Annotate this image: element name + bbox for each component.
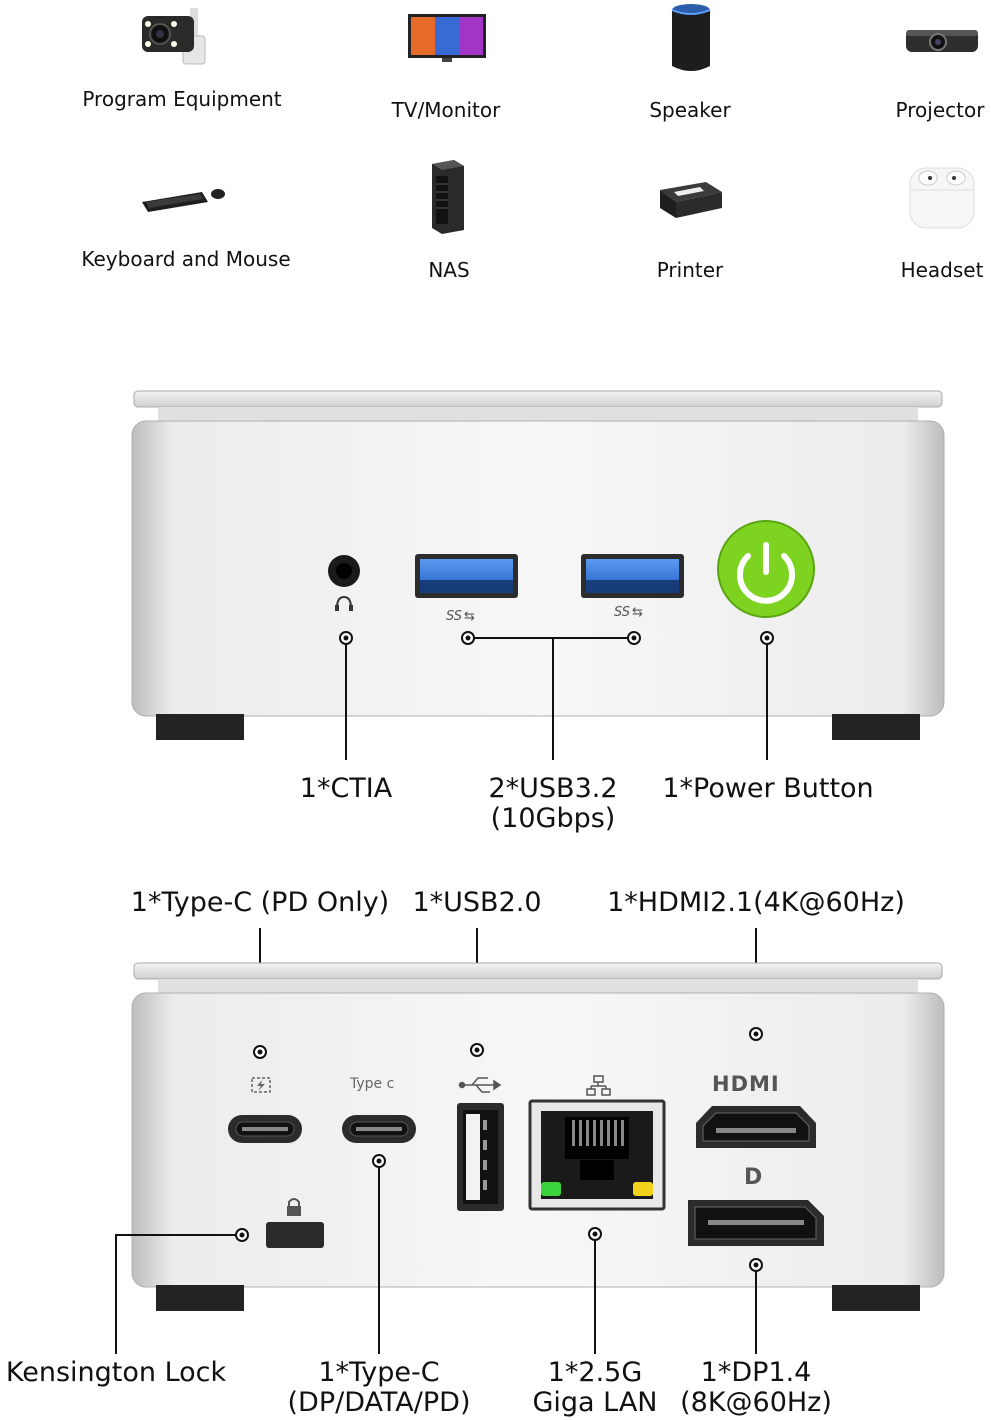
headset-icon bbox=[335, 595, 353, 611]
displayport-logo: D bbox=[744, 1165, 763, 1190]
device-label-headset: Headset bbox=[900, 258, 984, 282]
label-typec-dp: 1*Type-C (DP/DATA/PD) bbox=[287, 1357, 471, 1418]
kensington-lock-slot[interactable] bbox=[266, 1222, 324, 1248]
callout-power bbox=[760, 631, 774, 760]
device-label-keyboard-mouse: Keyboard and Mouse bbox=[81, 247, 291, 271]
audio-jack-port[interactable] bbox=[328, 555, 360, 587]
device-label-nas: NAS bbox=[428, 258, 470, 282]
device-label-program-equipment: Program Equipment bbox=[82, 87, 282, 111]
hdmi-port[interactable] bbox=[696, 1106, 816, 1148]
callout-usb32 bbox=[461, 631, 641, 760]
label-typec-pd: 1*Type-C (PD Only) bbox=[130, 887, 390, 918]
device-label-projector: Projector bbox=[895, 98, 985, 122]
smart-speaker-icon bbox=[671, 4, 711, 71]
usb32-port-1[interactable] bbox=[415, 554, 518, 598]
ss-usb-logo-1: SS⇆ bbox=[446, 609, 475, 624]
nas-server-icon bbox=[432, 160, 464, 234]
label-lan: 1*2.5G Giga LAN bbox=[532, 1357, 658, 1418]
typec-port-text: Type c bbox=[350, 1076, 395, 1092]
label-kensington-lock: Kensington Lock bbox=[5, 1357, 227, 1388]
callout-ctia bbox=[339, 631, 353, 760]
printer-icon bbox=[660, 182, 722, 218]
rear-panel bbox=[115, 928, 945, 1354]
lan-led-green bbox=[541, 1182, 561, 1196]
earbuds-icon bbox=[909, 167, 975, 229]
label-dp: 1*DP1.4 (8K@60Hz) bbox=[680, 1357, 832, 1418]
hdmi-logo: HDMI bbox=[712, 1072, 780, 1096]
power-button[interactable] bbox=[717, 520, 815, 618]
label-usb32: 2*USB3.2 (10Gbps) bbox=[488, 773, 618, 834]
label-ctia: 1*CTIA bbox=[299, 773, 393, 804]
ethernet-port[interactable] bbox=[528, 1099, 666, 1211]
device-label-tv-monitor: TV/Monitor bbox=[391, 98, 501, 122]
ss-usb-logo-2: SS⇆ bbox=[614, 605, 643, 620]
lan-led-yellow bbox=[633, 1182, 653, 1196]
label-power-button: 1*Power Button bbox=[662, 773, 874, 804]
device-label-speaker: Speaker bbox=[649, 98, 731, 122]
typec-port[interactable] bbox=[342, 1115, 416, 1143]
power-delivery-icon bbox=[251, 1077, 271, 1093]
device-label-printer: Printer bbox=[656, 258, 724, 282]
typec-pd-port[interactable] bbox=[228, 1115, 302, 1143]
security-camera-icon bbox=[142, 8, 206, 65]
usb32-port-2[interactable] bbox=[581, 554, 684, 598]
usb-icon bbox=[458, 1077, 502, 1093]
usb20-port[interactable] bbox=[457, 1103, 504, 1211]
projector-icon bbox=[906, 30, 978, 52]
displayport-port[interactable] bbox=[688, 1200, 824, 1246]
label-usb20: 1*USB2.0 bbox=[412, 887, 542, 918]
label-hdmi: 1*HDMI2.1(4K@60Hz) bbox=[607, 887, 905, 918]
padlock-icon bbox=[287, 1198, 301, 1216]
keyboard-mouse-icon bbox=[142, 189, 225, 212]
network-icon bbox=[586, 1075, 611, 1096]
front-panel bbox=[131, 390, 945, 760]
tv-icon bbox=[408, 14, 486, 62]
